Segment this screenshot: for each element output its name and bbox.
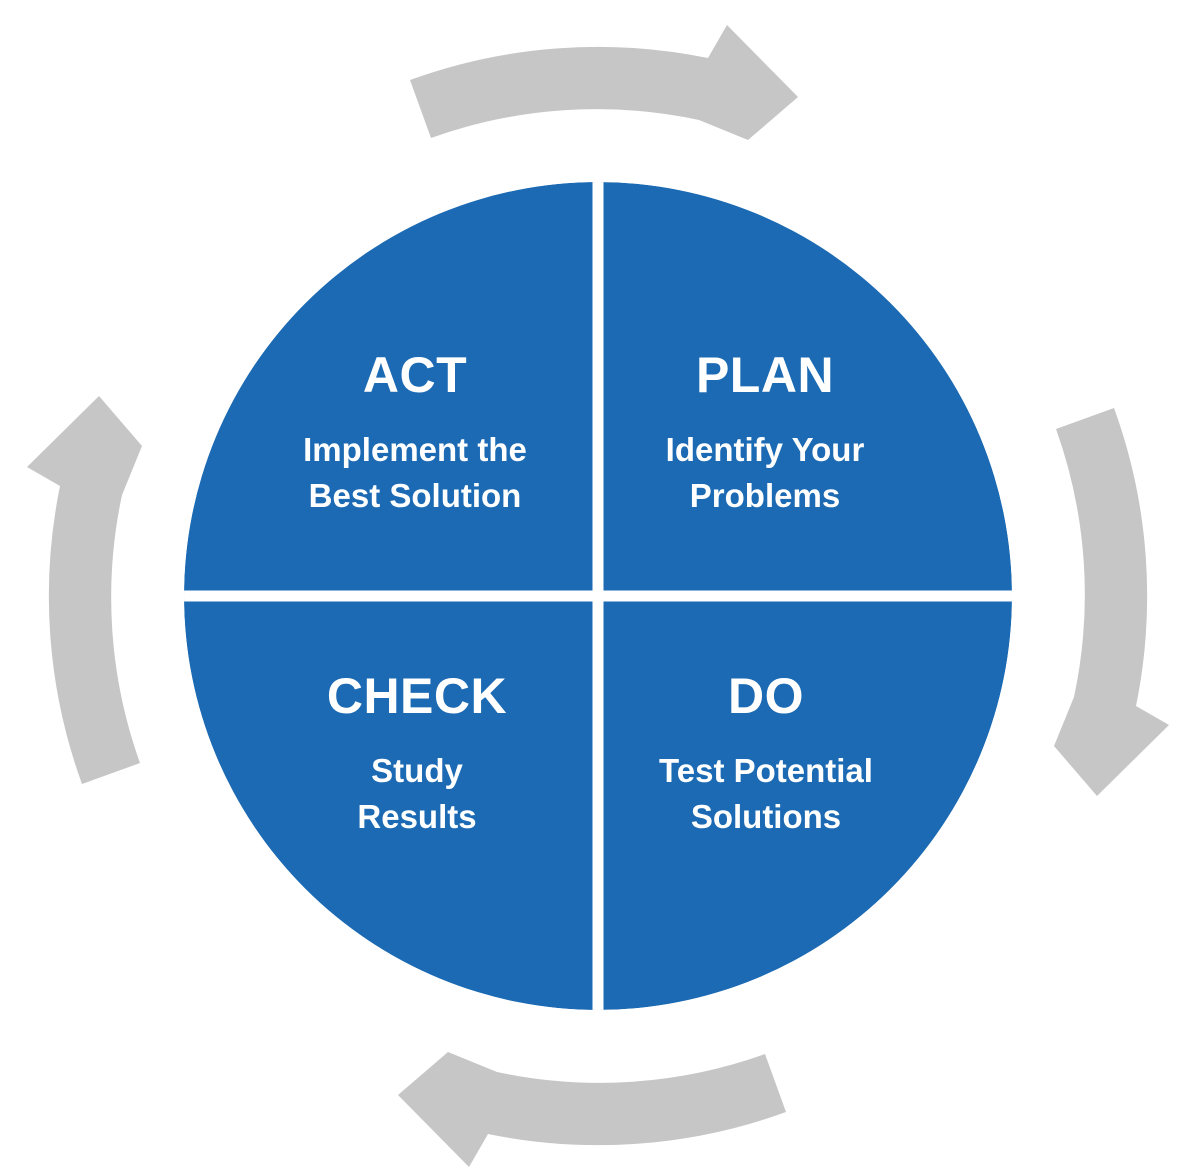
clockwise-arrow-bottom-icon: [398, 1052, 786, 1167]
clockwise-arrow-top-icon: [410, 25, 798, 140]
horizontal-divider: [184, 590, 1012, 602]
clockwise-arrow-right-icon: [1054, 408, 1169, 796]
clockwise-arrow-left-icon: [27, 396, 142, 784]
